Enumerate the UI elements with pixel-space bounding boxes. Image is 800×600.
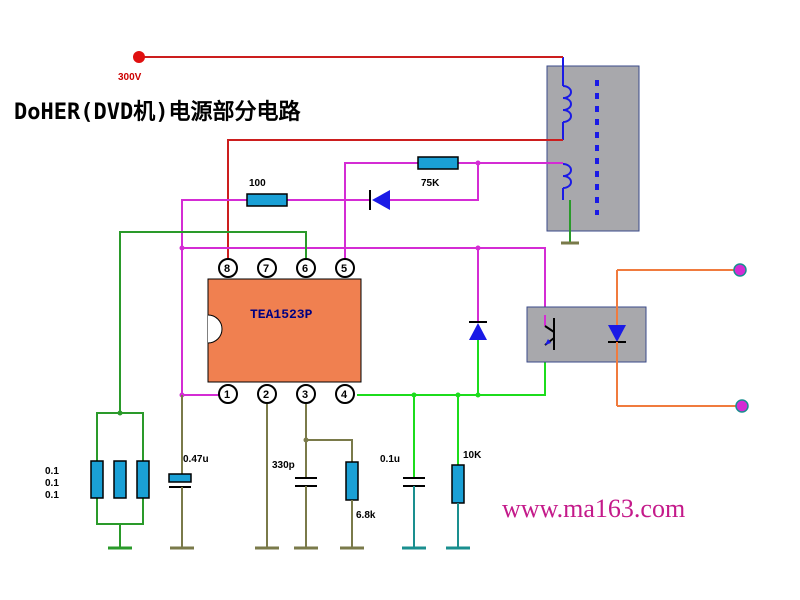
sense-resistor-2: [113, 460, 127, 499]
zener-diode: [469, 323, 487, 340]
sense-resistor-3: [136, 460, 150, 499]
svg-text:7: 7: [263, 263, 269, 275]
svg-text:4: 4: [341, 389, 348, 401]
sense-resistor-3-label: 0.1: [45, 490, 59, 501]
website-watermark: www.ma163.com: [502, 494, 686, 523]
pin-6: 6: [296, 258, 316, 278]
svg-text:2: 2: [263, 389, 269, 401]
pin-3: 3: [296, 384, 316, 404]
phototransistor-collector: [544, 325, 555, 333]
capacitor-047u-label: 0.47u: [183, 454, 209, 465]
capacitor-330p-label: 330p: [272, 460, 295, 471]
resistor-100-label: 100: [249, 178, 266, 189]
supply-label: 300V: [118, 72, 142, 83]
resistor-10k-label: 10K: [463, 450, 482, 461]
drain-wire: [227, 139, 563, 262]
junction-dot: [475, 245, 481, 251]
resistor-75k: [417, 156, 459, 170]
sense-resistor-2-label: 0.1: [45, 478, 59, 489]
auxiliary-winding: [562, 163, 572, 200]
pin-4: 4: [335, 384, 355, 404]
capacitor-01u-label: 0.1u: [380, 454, 400, 465]
svg-text:5: 5: [341, 263, 347, 275]
junction-dot: [179, 245, 185, 251]
resistor-75k-label: 75K: [421, 178, 440, 189]
svg-text:8: 8: [224, 263, 230, 275]
svg-text:6: 6: [302, 263, 308, 275]
resistor-68k-label: 6.8k: [356, 510, 376, 521]
feedback-wire: [357, 345, 546, 396]
resistor-100: [246, 193, 288, 207]
output-terminal-top[interactable]: [733, 263, 747, 277]
pin3-rc-wire: [306, 439, 353, 462]
supply-terminal[interactable]: [133, 51, 145, 63]
optocoupler-body: [526, 306, 647, 363]
resistor-68k: [345, 461, 359, 501]
junction-dot: [475, 160, 481, 166]
junction-dot: [455, 392, 461, 398]
rectifier-diode: [372, 190, 390, 210]
pin-2: 2: [257, 384, 277, 404]
resistor-10k: [451, 464, 465, 504]
output-terminal-bottom[interactable]: [735, 399, 749, 413]
pin-5: 5: [335, 258, 355, 278]
svg-text:3: 3: [302, 389, 308, 401]
sense-resistor-1: [90, 460, 104, 499]
vcc-bus-wire: [182, 247, 546, 315]
sense-wire: [119, 231, 307, 413]
chip-label: TEA1523P: [250, 307, 313, 322]
sense-resistor-1-label: 0.1: [45, 466, 59, 477]
diagram-title: DoHER(DVD机)电源部分电路: [14, 100, 301, 125]
pin5-demag-wire: [344, 162, 418, 262]
junction-dot: [475, 392, 481, 398]
capacitor-047u: [168, 473, 192, 483]
pin-8: 8: [218, 258, 238, 278]
diode-feed-wire: [390, 163, 479, 201]
tea1523p-chip: [207, 278, 362, 383]
junction-dot: [303, 437, 309, 443]
junction-dot: [411, 392, 417, 398]
pin-1: 1: [218, 384, 238, 404]
pin-7: 7: [257, 258, 277, 278]
junction-dot: [117, 410, 123, 416]
chip-notch: [207, 314, 223, 344]
phototransistor-arrow: [545, 339, 551, 345]
primary-winding: [562, 57, 572, 140]
svg-text:1: 1: [224, 389, 230, 401]
vcc-wire: [181, 199, 247, 395]
opto-led: [608, 325, 626, 342]
transformer-body: [546, 65, 640, 232]
